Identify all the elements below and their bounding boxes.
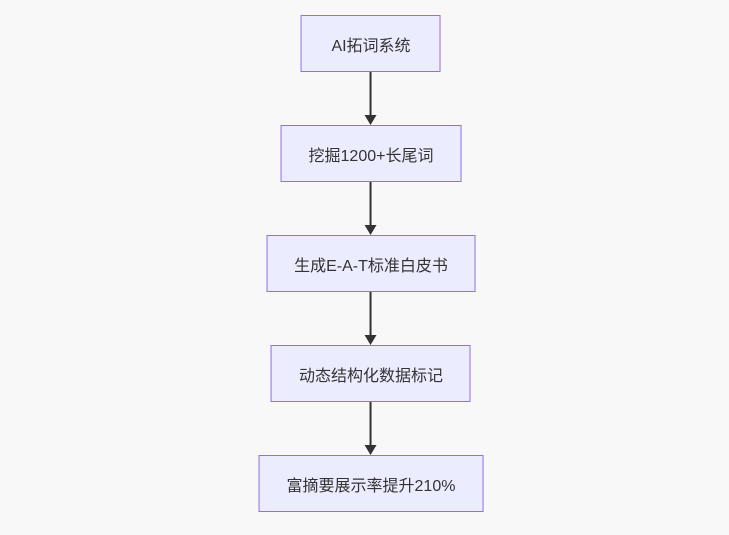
- node-label: AI拓词系统: [331, 37, 411, 55]
- flowchart-node-b: 挖掘1200+长尾词: [280, 125, 462, 182]
- arrowhead-down-icon: [365, 115, 377, 125]
- edge-line: [370, 182, 372, 226]
- arrowhead-down-icon: [365, 225, 377, 235]
- edge-line: [370, 292, 372, 336]
- node-label: 生成E-A-T标准白皮书: [294, 257, 448, 275]
- flowchart-node-a: AI拓词系统: [301, 15, 441, 72]
- flowchart-node-e: 富摘要展示率提升210%: [258, 455, 484, 512]
- flowchart-column: AI拓词系统 挖掘1200+长尾词 生成E-A-T标准白皮书 动态结构化数据标记: [258, 15, 484, 512]
- edge-arrow-c-d: [365, 292, 377, 345]
- node-label: 富摘要展示率提升210%: [286, 477, 456, 495]
- edge-arrow-d-e: [365, 402, 377, 455]
- arrowhead-down-icon: [365, 445, 377, 455]
- edge-arrow-b-c: [365, 182, 377, 235]
- node-label: 动态结构化数据标记: [298, 367, 443, 385]
- flowchart-node-c: 生成E-A-T标准白皮书: [266, 235, 476, 292]
- edge-arrow-a-b: [365, 72, 377, 125]
- flowchart-node-d: 动态结构化数据标记: [270, 345, 471, 402]
- node-label: 挖掘1200+长尾词: [308, 147, 434, 165]
- edge-line: [370, 402, 372, 446]
- edge-line: [370, 72, 372, 116]
- arrowhead-down-icon: [365, 335, 377, 345]
